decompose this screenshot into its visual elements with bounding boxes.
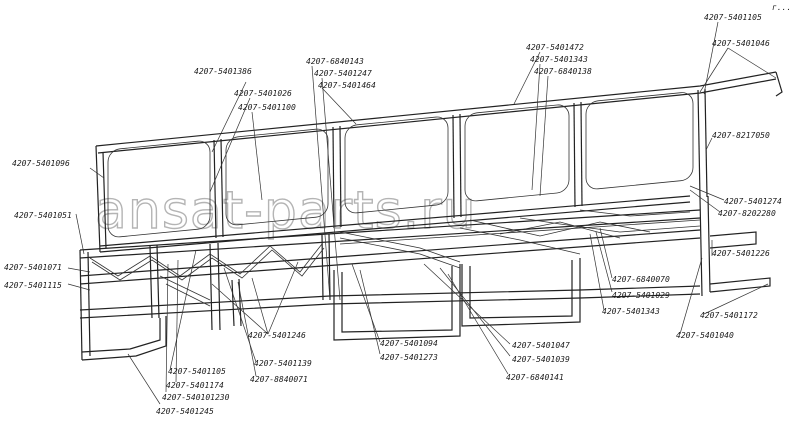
watermark-text: ansat-parts.ru bbox=[95, 181, 477, 241]
label-l7: 4207-5401247 bbox=[314, 69, 372, 78]
label-l30: 4207-5401105 bbox=[168, 367, 226, 376]
label-l19: 4207-5401115 bbox=[4, 281, 62, 290]
label-l16: 4207-5401051 bbox=[14, 211, 72, 220]
upper-window-frame bbox=[95, 71, 783, 253]
label-l10: 4207-5401026 bbox=[234, 89, 292, 98]
label-l21: 4207-5401029 bbox=[612, 291, 670, 300]
label-l8: 4207-5401464 bbox=[318, 81, 376, 90]
label-l2: 4207-5401046 bbox=[712, 39, 770, 48]
lower-side-frame bbox=[79, 195, 771, 361]
corner-mark: г... bbox=[772, 3, 791, 12]
label-l33: 4207-8840071 bbox=[250, 375, 308, 384]
label-l31: 4207-5401139 bbox=[254, 359, 312, 368]
label-l3: 4207-5401472 bbox=[526, 43, 584, 52]
label-l4: 4207-5401343 bbox=[530, 55, 588, 64]
label-l26: 4207-5401094 bbox=[380, 339, 438, 348]
label-l14: 4207-5401274 bbox=[724, 197, 782, 206]
label-l22: 4207-5401343 bbox=[602, 307, 660, 316]
label-l29: 4207-5401039 bbox=[512, 355, 570, 364]
part-labels: 4207-5401105 4207-5401046 4207-5401472 4… bbox=[4, 3, 791, 416]
label-l36: 4207-5401245 bbox=[156, 407, 214, 416]
leader-lines bbox=[67, 21, 777, 405]
label-l20: 4207-6840070 bbox=[612, 275, 670, 284]
label-l28: 4207-5401047 bbox=[512, 341, 570, 350]
label-l15: 4207-8202280 bbox=[718, 209, 776, 218]
label-l1: 4207-5401105 bbox=[704, 13, 762, 22]
label-l5: 4207-6840138 bbox=[534, 67, 592, 76]
label-l32: 4207-5401174 bbox=[166, 381, 224, 390]
label-l9: 4207-5401386 bbox=[194, 67, 252, 76]
label-l11: 4207-5401100 bbox=[238, 103, 296, 112]
label-l23: 4207-5401172 bbox=[700, 311, 758, 320]
label-l12: 4207-5401096 bbox=[12, 159, 70, 168]
label-l6: 4207-6840143 bbox=[306, 57, 364, 66]
label-l13: 4207-8217050 bbox=[712, 131, 770, 140]
label-l35: 4207-540101230 bbox=[162, 393, 230, 402]
label-l25: 4207-5401246 bbox=[248, 331, 306, 340]
label-l17: 4207-5401226 bbox=[712, 249, 770, 258]
label-l24: 4207-5401040 bbox=[676, 331, 734, 340]
label-l18: 4207-5401071 bbox=[4, 263, 62, 272]
label-l27: 4207-5401273 bbox=[380, 353, 438, 362]
label-l34: 4207-6840141 bbox=[506, 373, 564, 382]
